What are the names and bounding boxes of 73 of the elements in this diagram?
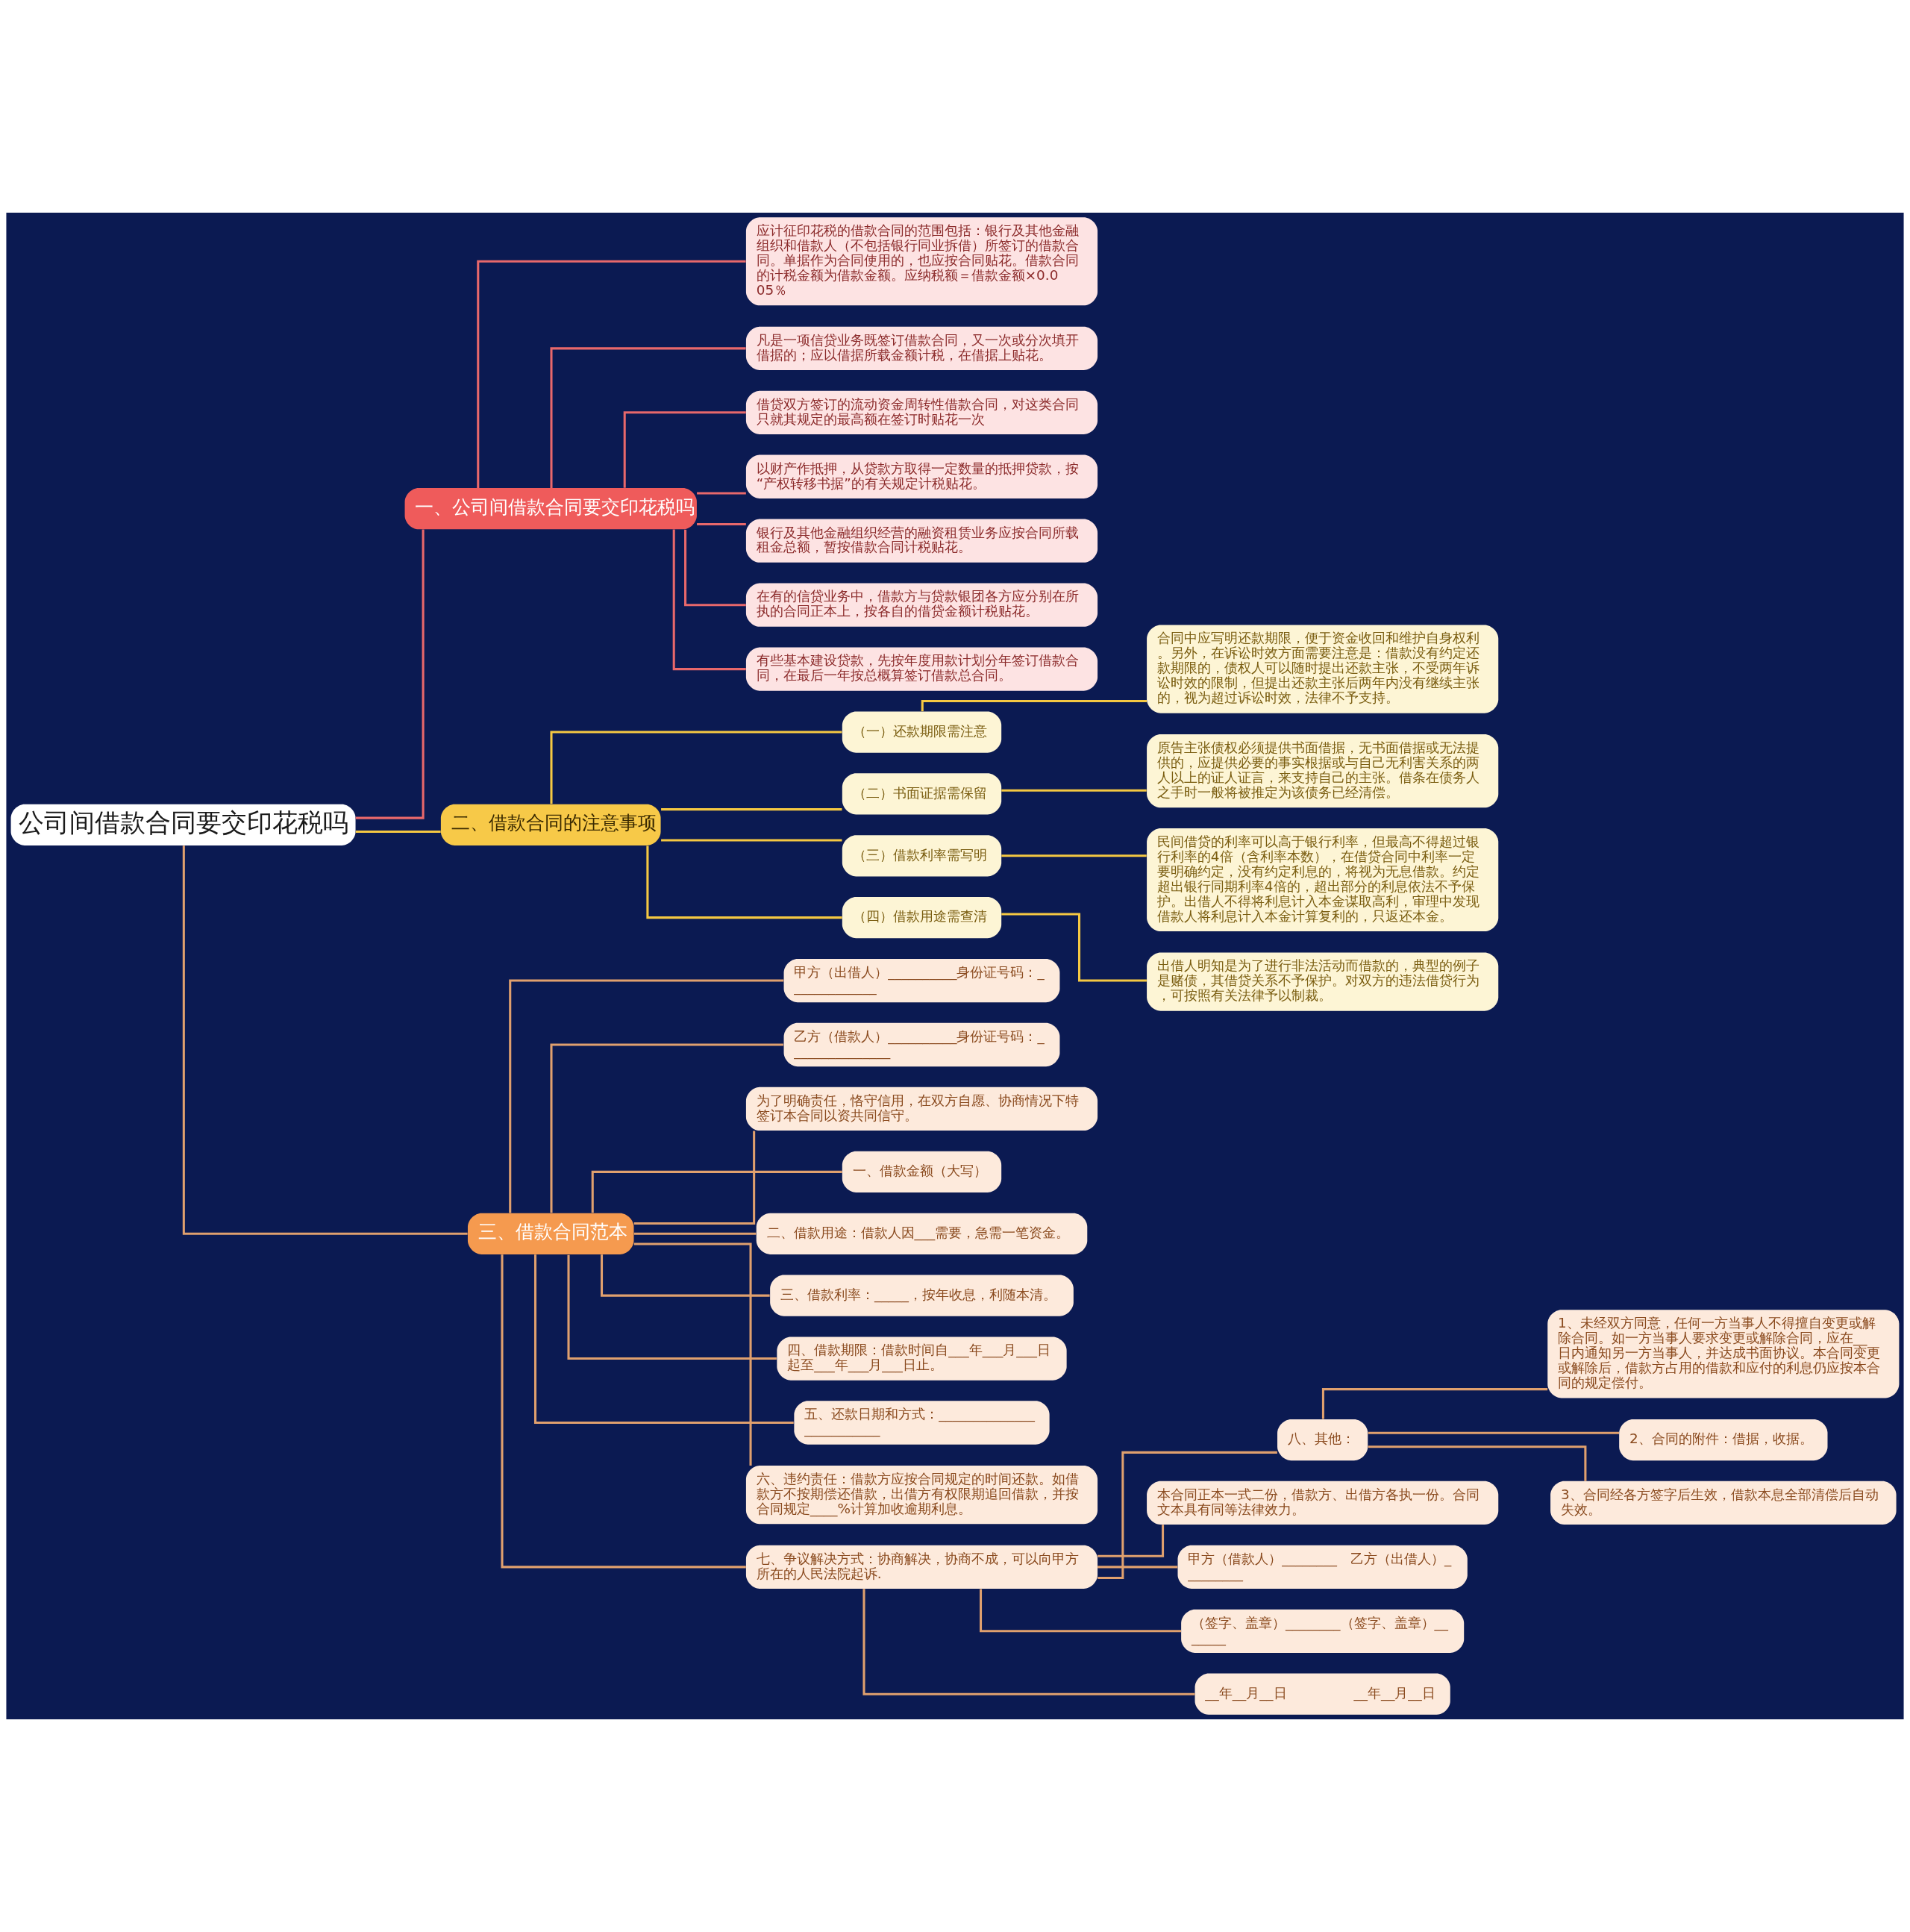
node-box: 三、借款利率：_____，按年收息，利随本清。 (770, 1275, 1074, 1316)
connector (684, 529, 746, 607)
connector (550, 1043, 783, 1213)
node-box: 七、争议解决方式：协商解决，协商不成，可以向甲方所在的人民法院起诉. (745, 1545, 1098, 1589)
node-box: 为了明确责任，恪守信用，在双方自愿、协商情况下特签订本合同以资共同信守。 (745, 1087, 1098, 1131)
connector (1001, 789, 1147, 792)
node-box: （三）借款利率需写明 (842, 835, 1002, 877)
connector (1321, 1388, 1548, 1419)
connector (980, 1589, 1181, 1633)
connector (355, 831, 441, 834)
connector (921, 700, 1147, 712)
node-box: 六、违约责任：借款方应按合同规定的时间还款。如借款方不按期偿还借款，出借方有权限期追回借款，并按合同规定____%计算加收逾期利息。 (745, 1466, 1098, 1525)
node-box: 1、未经双方同意，任何一方当事人不得擅自变更或解除合同。如一方当事人要求变更或解除合同，应在__日内通知另一方当事人，并达成书面协议。本合同变更或解除后，借款方占用的借款和应付的利息仍应按本合同的规定偿付。 (1547, 1310, 1900, 1398)
connector (1001, 854, 1147, 857)
node-box: （一）还款期限需注意 (842, 711, 1002, 753)
connector (672, 529, 746, 671)
connector (697, 522, 746, 525)
node-box: 四、借款期限：借款时间自___年___月___日起至___年___月___日止。 (777, 1337, 1067, 1381)
connector (509, 979, 784, 1213)
connector (1098, 1566, 1178, 1569)
node-box: 有些基本建设贷款，先按年度用款计划分年签订借款合同，在最后一年按总概算签订借款总合同。 (745, 647, 1098, 691)
node-box: 甲方（出借人）__________身份证号码：_____________ (783, 958, 1060, 1003)
connector (633, 1131, 756, 1225)
node-box: 出借人明知是为了进行非法活动而借款的，典型的例子是赌债，其借贷关系不予保护。对双方的违法借贷行为，可按照有关法律予以制裁。 (1147, 952, 1499, 1011)
node-box: 八、其他： (1277, 1419, 1368, 1461)
connector (646, 845, 842, 919)
node-box: 一、公司间借款合同要交印花税吗 (404, 488, 697, 530)
node-box: 以财产作抵押，从贷款方取得一定数量的抵押贷款，按“产权转移书据”的有关规定计税贴花。 (745, 454, 1098, 498)
connector (1098, 1525, 1165, 1557)
node-box: 2、合同的附件：借据，收据。 (1619, 1419, 1828, 1461)
node-box: （签字、盖章）________（签字、盖章）_______ (1181, 1609, 1465, 1653)
node-box: 甲方（借款人）________ 乙方（出借人）_________ (1177, 1545, 1468, 1589)
connector (533, 1254, 794, 1425)
connector (1368, 1431, 1620, 1434)
node-box: 合同中应写明还款期限，便于资金收回和维护自身权利。另外，在诉讼时效方面需要注意是：借款没有约定还款期限的，债权人可以随时提出还款主张，不受两年诉讼时效的限制，但提出还款主张后两年内没有继续主张的，视为超过诉讼时效，法律不予支持。 (1147, 625, 1499, 713)
node-box: 本合同正本一式二份，借款方、出借方各执一份。合同文本具有同等法律效力。 (1147, 1481, 1499, 1525)
node-box: 二、借款合同的注意事项 (440, 804, 661, 845)
connector (623, 411, 746, 488)
node-box: 在有的信贷业务中，借款方与贷款银团各方应分别在所执的合同正本上，按各自的借贷金额计税贴花。 (745, 583, 1098, 627)
connector (1368, 1445, 1587, 1481)
node-box: （二）书面证据需保留 (842, 773, 1002, 815)
node-box: 凡是一项信贷业务既签订借款合同，又一次或分次填开借据的；应以借据所载金额计税，在借据上贴花。 (745, 326, 1098, 371)
connector (661, 808, 842, 811)
node-box: 三、借款合同范本 (467, 1213, 634, 1254)
connector (355, 529, 425, 819)
connector (633, 1242, 752, 1466)
node-box: 银行及其他金融组织经营的融资租赁业务应按合同所载租金总额，暂按借款合同计税贴花。 (745, 519, 1098, 563)
node-box: 二、借款用途：借款人因___需要，急需一笔资金。 (756, 1213, 1088, 1254)
node-box: 乙方（借款人）__________身份证号码：_______________ (783, 1022, 1060, 1067)
node-box: 原告主张债权必须提供书面借据，无书面借据或无法提供的，应提供必要的事实根据或与自己无利害关系的两人以上的证人证言，来支持自己的主张。借条在债务人之手时一般将被推定为该债务已经清偿。 (1147, 734, 1499, 808)
connector (501, 1254, 746, 1569)
node-box: 公司间借款合同要交印花税吗 (10, 804, 356, 845)
connector (601, 1254, 770, 1297)
connector (567, 1254, 777, 1360)
connector (477, 260, 746, 489)
connector (697, 492, 746, 495)
connector (661, 839, 842, 842)
connector (633, 1232, 757, 1235)
node-box: 借贷双方签订的流动资金周转性借款合同，对这类合同只就其规定的最高额在签订时贴花一次 (745, 390, 1098, 434)
connector (550, 731, 842, 804)
node-box: 民间借贷的利率可以高于银行利率，但最高不得超过银行利率的4倍（含利率本数），在借贷合同中利率一定要明确约定，没有约定利息的，将视为无息借款。约定超出银行同期利率4倍的，超出部分的利息依法不予保护。出借人不得将利息计入本金谋取高利，审理中发现借款人将利息计入本金计算复利的，只返还本金。 (1147, 828, 1499, 932)
node-box: 一、借款金额（大写） (842, 1151, 1002, 1192)
node-box: 3、合同经各方签字后生效，借款本息全部清偿后自动失效。 (1550, 1481, 1897, 1525)
connector (591, 1170, 842, 1213)
connector (182, 845, 468, 1235)
connector (862, 1589, 1195, 1695)
connector (1001, 913, 1147, 982)
connector (1098, 1451, 1277, 1579)
connector (550, 347, 746, 489)
node-box: __年__月__日 __年__月__日 (1194, 1673, 1450, 1715)
node-box: 五、还款日期和方式：_________________________ (794, 1401, 1050, 1445)
node-box: （四）借款用途需查清 (842, 897, 1002, 939)
node-box: 应计征印花税的借款合同的范围包括：银行及其他金融组织和借款人（不包括银行同业拆借）所签订的借款合同。单据作为合同使用的，也应按合同贴花。借款合同的计税金额为借款金额。应纳税额＝借款金额×0.005％ (745, 217, 1098, 306)
